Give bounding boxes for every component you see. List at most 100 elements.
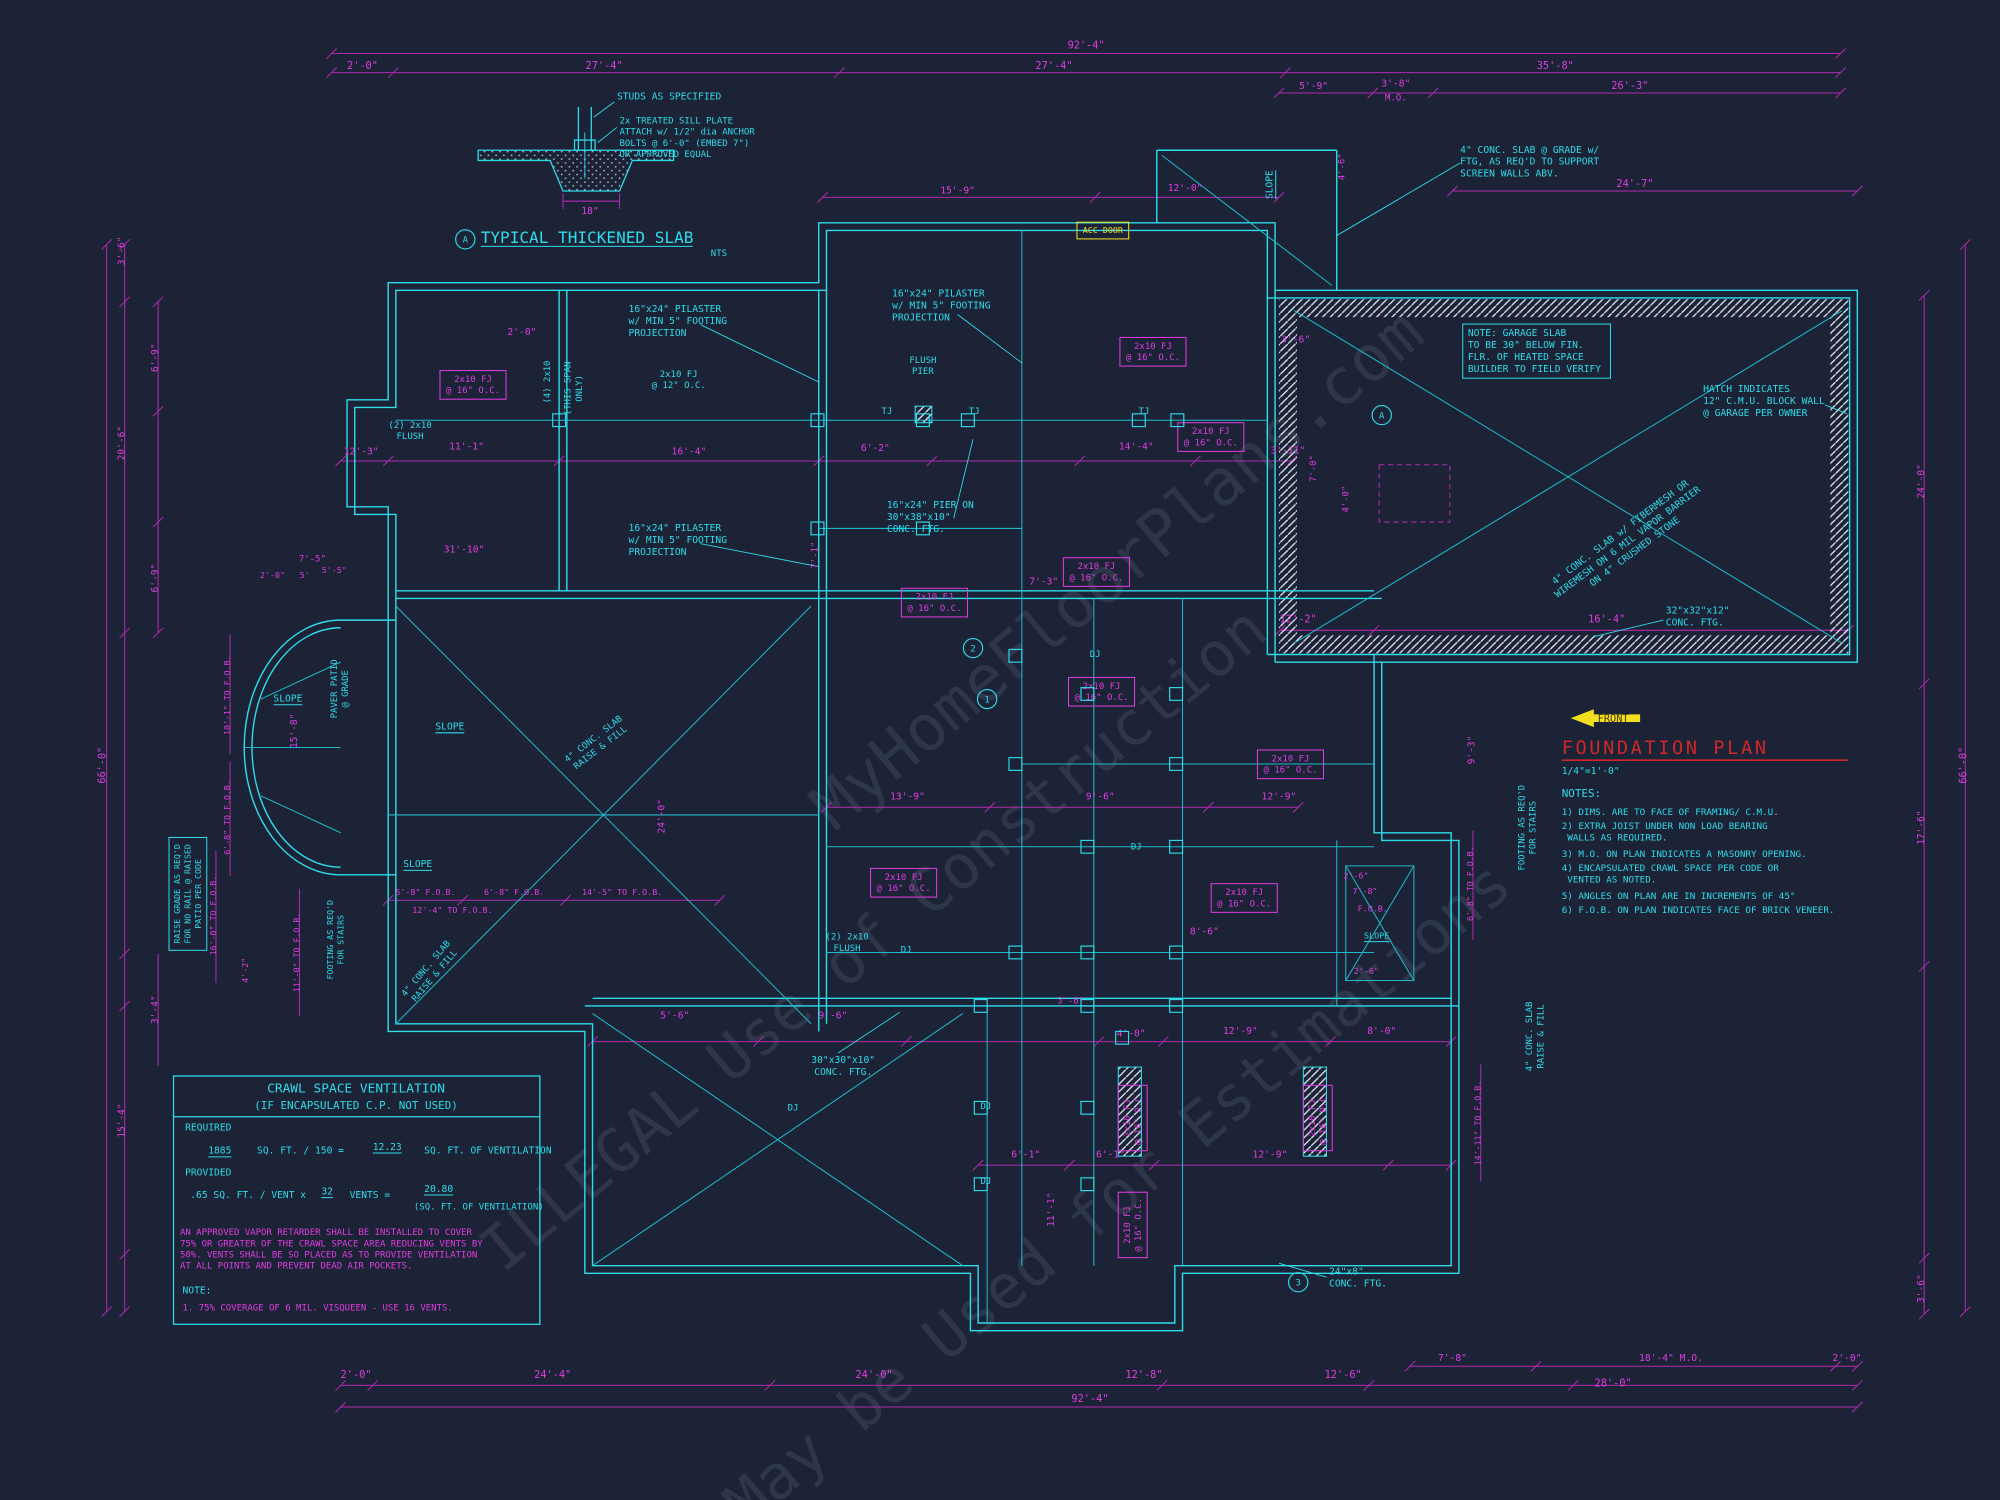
annotation: NOTES: — [1562, 787, 1601, 800]
annotation: 8'-6" — [1190, 927, 1219, 938]
pier-symbol — [915, 521, 930, 536]
annotation: 9'-6" — [818, 1011, 847, 1022]
annotation: DJ — [1090, 650, 1101, 660]
annotation: 10'-1" TO F.O.B. — [222, 655, 232, 735]
annotation: 7'-8" — [1438, 1353, 1467, 1364]
annotation: 9'-6" — [1086, 792, 1115, 803]
annotation: 14'-4" — [1119, 442, 1154, 453]
annotation: 17'-6" — [1916, 810, 1927, 844]
annotation: DJ — [980, 1177, 991, 1187]
annotation: 12'-9" — [1223, 1026, 1258, 1037]
annotation: FOOTING AS REQ'DFOR STAIRS — [325, 900, 345, 980]
annotation: NOTE: — [183, 1286, 212, 1297]
annotation: 15'-8" — [289, 714, 300, 748]
annotation: 4" CONC. SLABRAISE & FILL — [1525, 1002, 1546, 1072]
annotation: 11'-1" — [449, 442, 484, 453]
annotation: 2) EXTRA JOIST UNDER NON LOAD BEARING WA… — [1562, 821, 1768, 843]
reference-bubble-label: 2 — [970, 644, 975, 654]
annotation: 4) ENCAPSULATED CRAWL SPACE PER CODE OR … — [1562, 863, 1780, 885]
pier-symbol — [1169, 945, 1184, 960]
annotation: NTS — [711, 249, 727, 259]
annotation: 2'-6" — [1354, 966, 1379, 976]
annotation: SLOPE — [1264, 170, 1275, 199]
reference-bubble — [976, 688, 998, 710]
annotation-box — [1462, 323, 1611, 379]
crawl-title: CRAWL SPACE VENTILATION — [267, 1082, 445, 1097]
annotation: DJ — [788, 1103, 799, 1113]
annotation: FOOTING AS REQ'DFOR STAIRS — [1517, 785, 1538, 871]
annotation: 27'-4" — [586, 61, 623, 72]
annotation: SLOPE — [273, 694, 302, 705]
annotation: AN APPROVED VAPOR RETARDER SHALL BE INST… — [180, 1228, 483, 1271]
annotation-box — [1210, 883, 1278, 913]
pier-symbol — [1080, 1177, 1095, 1192]
annotation: 2x10 FJ@ 16" O.C. — [907, 593, 961, 614]
pier-symbol — [1169, 687, 1184, 701]
pier-symbol — [552, 413, 567, 428]
annotation: 2x10 FJ@ 16" O.C. — [1123, 1198, 1144, 1252]
pier-symbol — [1080, 687, 1095, 701]
annotation: 1) DIMS. ARE TO FACE OF FRAMING/ C.M.U. — [1562, 807, 1779, 818]
annotation: SLOPE — [1364, 930, 1389, 940]
annotation: 12'-9" — [1262, 792, 1297, 803]
annotation: 12'-6" — [1325, 1370, 1362, 1381]
annotation: 3) M.O. ON PLAN INDICATES A MASONRY OPEN… — [1562, 849, 1807, 860]
annotation: 15'-9" — [940, 186, 975, 197]
annotation: PAVER PATIO@ GRADE — [330, 659, 351, 718]
annotation: 27'-4" — [1035, 61, 1072, 72]
pier-symbol — [1131, 413, 1146, 428]
pier-symbol — [1008, 757, 1023, 771]
annotation: 4" CONC. SLAB w/ FIBERMESH ORWIREMESH ON… — [1546, 475, 1711, 610]
annotation: 4" CONC. SLAB @ GRADE w/FTG, AS REQ'D TO… — [1460, 145, 1599, 180]
annotation: 6'-1" — [1096, 1150, 1125, 1161]
annotation: 4'-0" — [1117, 1029, 1146, 1040]
detail-title: TYPICAL THICKENED SLAB — [481, 228, 694, 247]
pier-symbol — [1115, 1030, 1130, 1045]
pier-symbol — [1169, 757, 1184, 771]
beams — [395, 230, 1375, 1324]
leader-lines — [700, 162, 1848, 1278]
annotation: 7'-1" — [810, 542, 820, 569]
annotation: M.O. — [1385, 94, 1407, 104]
annotation: 3'-11" — [1271, 445, 1306, 456]
annotation-box — [870, 867, 938, 898]
annotation: 18'-4" M.O. — [1639, 1353, 1703, 1364]
annotation: 92'-4" — [1068, 40, 1105, 51]
annotation: 7'-3" — [1029, 577, 1058, 588]
annotation: 3'-6" — [117, 236, 128, 265]
annotation: 2'-0" — [341, 1370, 372, 1381]
annotation: 14'-11" TO F.O.B. — [1473, 1081, 1483, 1166]
annotation: SQ. FT. / 150 = — [257, 1146, 344, 1157]
annotation: 2x10 FJ@ 16" O.C. — [446, 375, 500, 396]
annotation: 3'-6" — [1281, 335, 1310, 346]
annotation: 2'-6" — [1343, 871, 1368, 881]
annotation: 14'-5" TO F.O.B. — [582, 887, 662, 897]
reference-bubble — [455, 229, 476, 250]
annotation-box — [1067, 676, 1136, 707]
pier-symbol — [1169, 999, 1184, 1013]
annotation: .65 SQ. FT. / VENT x — [190, 1190, 306, 1201]
annotation: 6'-8" F.O.B. — [484, 887, 544, 897]
reference-bubble-label: 1 — [984, 695, 989, 705]
annotation: 7'-5" — [299, 555, 326, 565]
annotation: 4" CONC. SLABRAISE & FILL — [563, 714, 631, 773]
plan-geometry — [101, 48, 1971, 1413]
pier-symbol — [1080, 945, 1095, 960]
annotation: 5'-5" — [322, 565, 347, 575]
annotation: (SQ. FT. OF VENTILATION) — [414, 1203, 544, 1213]
annotation: 2x10 FJ@ 16" O.C. — [1263, 754, 1317, 775]
annotation: 66'-0" — [97, 747, 108, 784]
annotation: 30"x30"x10"CONC. FTG. — [811, 1055, 875, 1078]
reference-bubble-label: A — [1379, 411, 1385, 421]
annotation: 16'-4" — [672, 447, 707, 458]
annotation: 3'-6" — [1916, 1274, 1927, 1303]
annotation: 32 — [321, 1186, 333, 1197]
annotation: TJ — [969, 407, 980, 417]
annotation: 35'-8" — [1537, 61, 1574, 72]
annotation: 24'-4" — [534, 1370, 571, 1381]
annotation: TJ — [881, 407, 892, 417]
